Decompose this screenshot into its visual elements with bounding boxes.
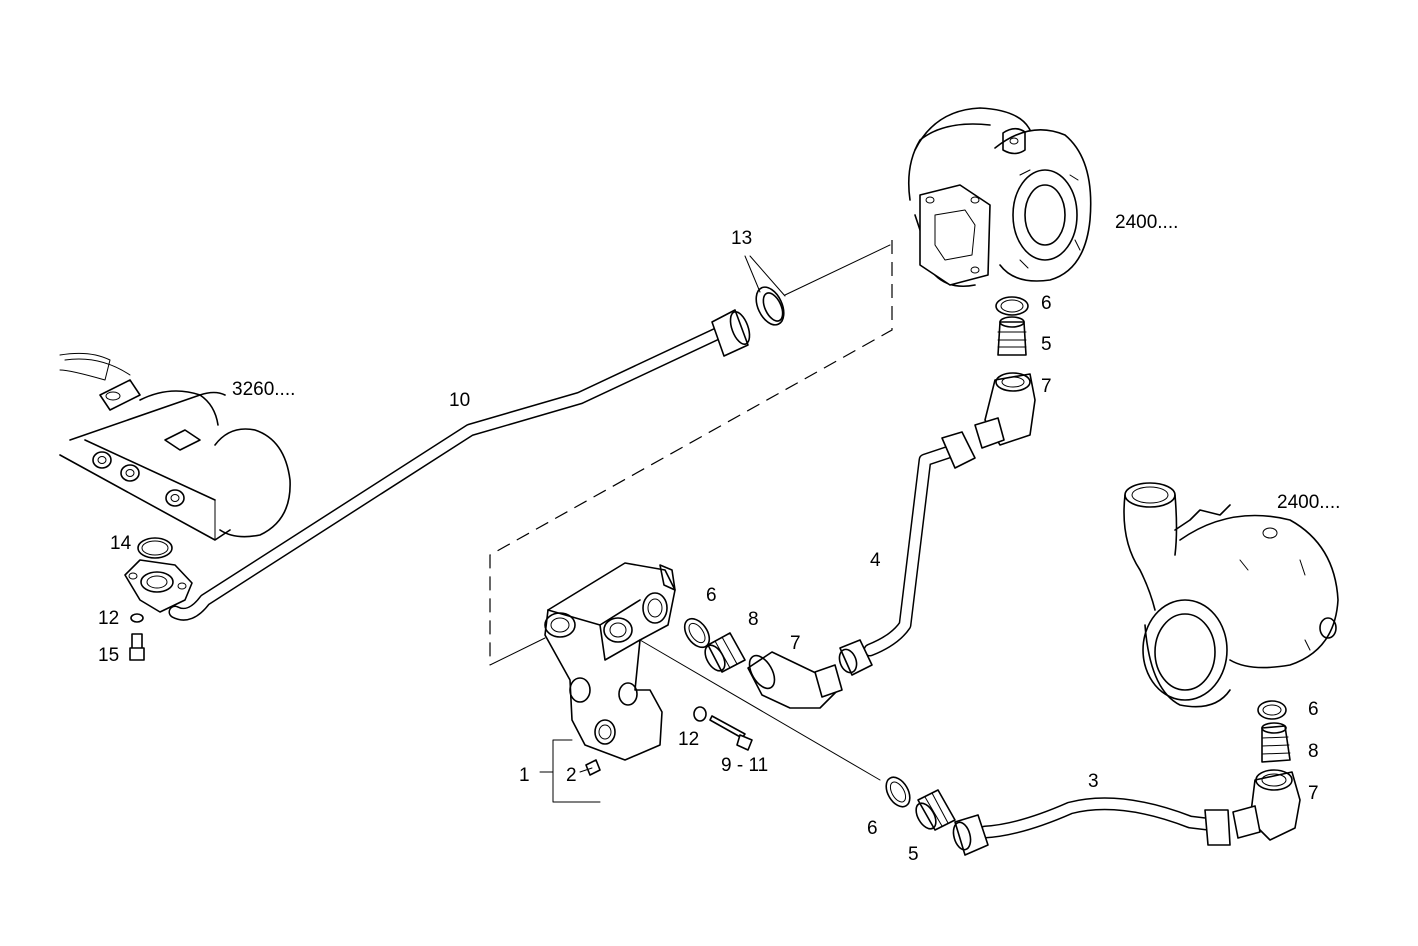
block-1-leader xyxy=(539,739,601,803)
clamp-pair-13 xyxy=(744,255,786,326)
seal-6-mid xyxy=(683,617,711,649)
seal-6-low xyxy=(885,776,911,808)
label-elbow-7-top: 7 xyxy=(1041,376,1052,397)
label-screw-9-11: 9 - 11 xyxy=(721,755,768,776)
seal-6-top xyxy=(995,296,1029,316)
label-elbow-7-mid: 7 xyxy=(790,633,801,654)
union-5-top xyxy=(997,316,1027,356)
label-block-1: 1 xyxy=(519,765,530,786)
turbocharger-lower-drawing xyxy=(1123,482,1339,708)
assembly-guide-lines xyxy=(489,240,893,781)
turbocharger-upper-drawing xyxy=(907,107,1092,288)
label-seal-6-mid: 6 xyxy=(706,585,717,606)
label-washer-12-mid: 12 xyxy=(678,729,699,750)
washer-12-left xyxy=(130,613,144,623)
label-elbow-7-right: 7 xyxy=(1308,783,1319,804)
seal-14 xyxy=(137,537,173,559)
union-8-mid xyxy=(704,632,746,673)
engine-block-drawing xyxy=(59,352,291,541)
oil-pipe-10 xyxy=(124,309,751,621)
elbow-7-top xyxy=(974,372,1036,449)
elbow-7-right xyxy=(1232,769,1301,841)
label-screw-15: 15 xyxy=(98,645,119,666)
label-pipe-4: 4 xyxy=(870,550,881,571)
label-plug-2: 2 xyxy=(566,765,577,786)
union-8-right xyxy=(1261,722,1291,763)
ref-turbo-upper-label: 2400.... xyxy=(1115,212,1178,233)
label-union-5-low: 5 xyxy=(908,844,919,865)
oil-pipe-4 xyxy=(838,431,976,676)
plug-2 xyxy=(585,759,601,776)
screw-15 xyxy=(129,633,145,661)
ref-engine-block-label: 3260.... xyxy=(232,379,295,400)
part-labels: 3260.... 2400.... 2400.... 10 13 14 12 1… xyxy=(98,212,1340,865)
union-5-low xyxy=(915,789,956,831)
oil-pipe-3 xyxy=(952,797,1231,856)
label-washer-12-left: 12 xyxy=(98,608,119,629)
label-seal-6-low: 6 xyxy=(867,818,878,839)
label-seal-6-right: 6 xyxy=(1308,699,1319,720)
label-union-5-top: 5 xyxy=(1041,334,1052,355)
label-seal-14: 14 xyxy=(110,533,132,554)
label-clamps-13: 13 xyxy=(731,228,752,249)
label-seal-6-top: 6 xyxy=(1041,293,1052,314)
ref-turbo-lower-label: 2400.... xyxy=(1277,492,1340,513)
elbow-7-mid xyxy=(747,651,843,709)
label-pipe-10: 10 xyxy=(449,390,470,411)
distribution-block-1 xyxy=(544,562,676,761)
screw-9-11 xyxy=(709,715,753,751)
washer-12-mid xyxy=(693,706,707,722)
label-union-8-mid: 8 xyxy=(748,609,759,630)
label-union-8-right: 8 xyxy=(1308,741,1319,762)
seal-6-right xyxy=(1257,700,1287,720)
label-pipe-3: 3 xyxy=(1088,771,1099,792)
